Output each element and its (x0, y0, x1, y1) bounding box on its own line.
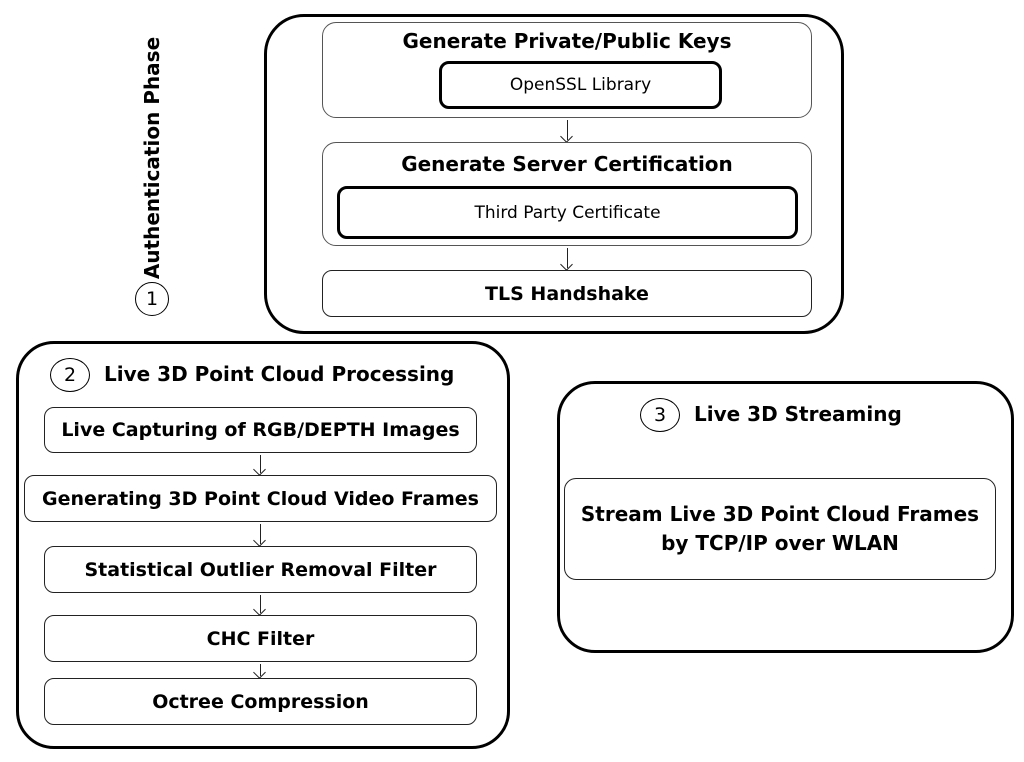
step-generate-text: Generating 3D Point Cloud Video Frames (42, 487, 479, 510)
step-outlier-text: Statistical Outlier Removal Filter (84, 558, 437, 581)
arrow-cert-to-tls (567, 248, 568, 268)
step-outlier-box: Statistical Outlier Removal Filter (44, 546, 477, 593)
arrow-step-1 (260, 455, 261, 473)
openssl-library-text: OpenSSL Library (509, 75, 652, 95)
step-octree-text: Octree Compression (152, 690, 369, 713)
arrow-step-2 (260, 524, 261, 544)
step-generate-box: Generating 3D Point Cloud Video Frames (24, 475, 497, 522)
streaming-number: 3 (640, 398, 680, 432)
auth-phase-number: 1 (135, 282, 169, 316)
tls-handshake-box: TLS Handshake (322, 270, 812, 317)
cert-title: Generate Server Certification (401, 152, 733, 176)
arrow-step-3 (260, 595, 261, 613)
arrow-keys-to-cert (567, 120, 568, 140)
openssl-library-box: OpenSSL Library (439, 61, 722, 109)
step-chc-text: CHC Filter (206, 627, 315, 650)
processing-number: 2 (50, 358, 90, 392)
streaming-title: Live 3D Streaming (694, 402, 902, 426)
third-party-cert-text: Third Party Certificate (474, 202, 661, 223)
stream-frames-line-2: by TCP/IP over WLAN (661, 531, 899, 555)
tls-handshake-text: TLS Handshake (485, 282, 649, 305)
auth-phase-label: Authentication Phase (140, 36, 164, 280)
step-octree-box: Octree Compression (44, 678, 477, 725)
keys-title: Generate Private/Public Keys (402, 29, 732, 53)
processing-number-text: 2 (63, 364, 77, 386)
processing-title: Live 3D Point Cloud Processing (104, 362, 455, 386)
step-capture-text: Live Capturing of RGB/DEPTH Images (61, 419, 460, 441)
arrow-step-4 (260, 664, 261, 676)
stream-frames-box: Stream Live 3D Point Cloud Frames by TCP… (564, 478, 996, 580)
auth-phase-number-text: 1 (145, 288, 159, 310)
streaming-number-text: 3 (653, 404, 667, 426)
step-capture-box: Live Capturing of RGB/DEPTH Images (44, 407, 477, 453)
auth-phase-label-group: 1 Authentication Phase (135, 36, 169, 320)
step-chc-box: CHC Filter (44, 615, 477, 662)
stream-frames-line-1: Stream Live 3D Point Cloud Frames (580, 502, 980, 526)
third-party-cert-box: Third Party Certificate (337, 186, 798, 239)
